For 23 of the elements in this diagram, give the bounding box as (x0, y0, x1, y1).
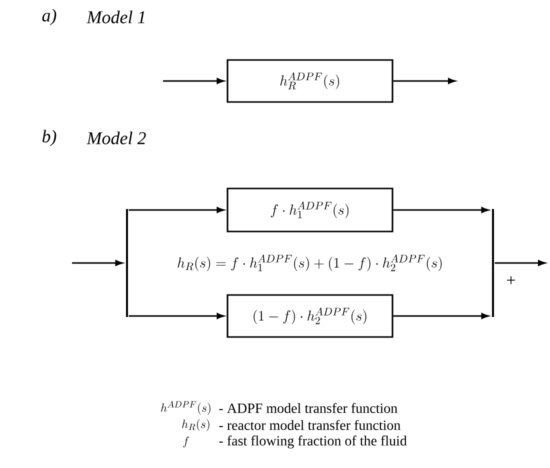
panel-title: Model 2 (86, 132, 146, 144)
legend-description: - fast flowing fraction of the fluid (219, 436, 407, 448)
arrow (494, 260, 546, 266)
panel-label: b) (42, 130, 56, 146)
legend-symbol: $f$ (183, 436, 190, 448)
panel-title: Model 1 (86, 10, 144, 24)
panel-label: a) (42, 8, 56, 26)
arrow (393, 207, 489, 213)
arrow (163, 78, 224, 84)
block-box: $h_R^{ADPF}(s)$ (226, 59, 394, 103)
block-box: $f\cdot h_1^{ADPF}(s)$ (226, 188, 394, 232)
arrow (128, 207, 224, 213)
block-box: $(1-f)\cdot h_2^{ADPF}(s)$ (226, 294, 394, 338)
arrow (393, 313, 489, 319)
equation: $h_R(s) = f\cdot h_1^{ADPF}(s)+(1-f)\cdot h_2^{ADPF}(s)$ (178, 254, 442, 272)
arrow (128, 313, 224, 319)
arrow (72, 260, 123, 266)
legend-symbol: $h_R(s)$ (182, 419, 210, 431)
arrow (393, 78, 456, 84)
legend-symbol: $h^{ADPF}(s)$ (161, 400, 210, 415)
legend-description: - reactor model transfer function (219, 420, 400, 430)
legend-description: - ADPF model transfer function (219, 402, 398, 413)
sum-sign: + (507, 276, 515, 284)
